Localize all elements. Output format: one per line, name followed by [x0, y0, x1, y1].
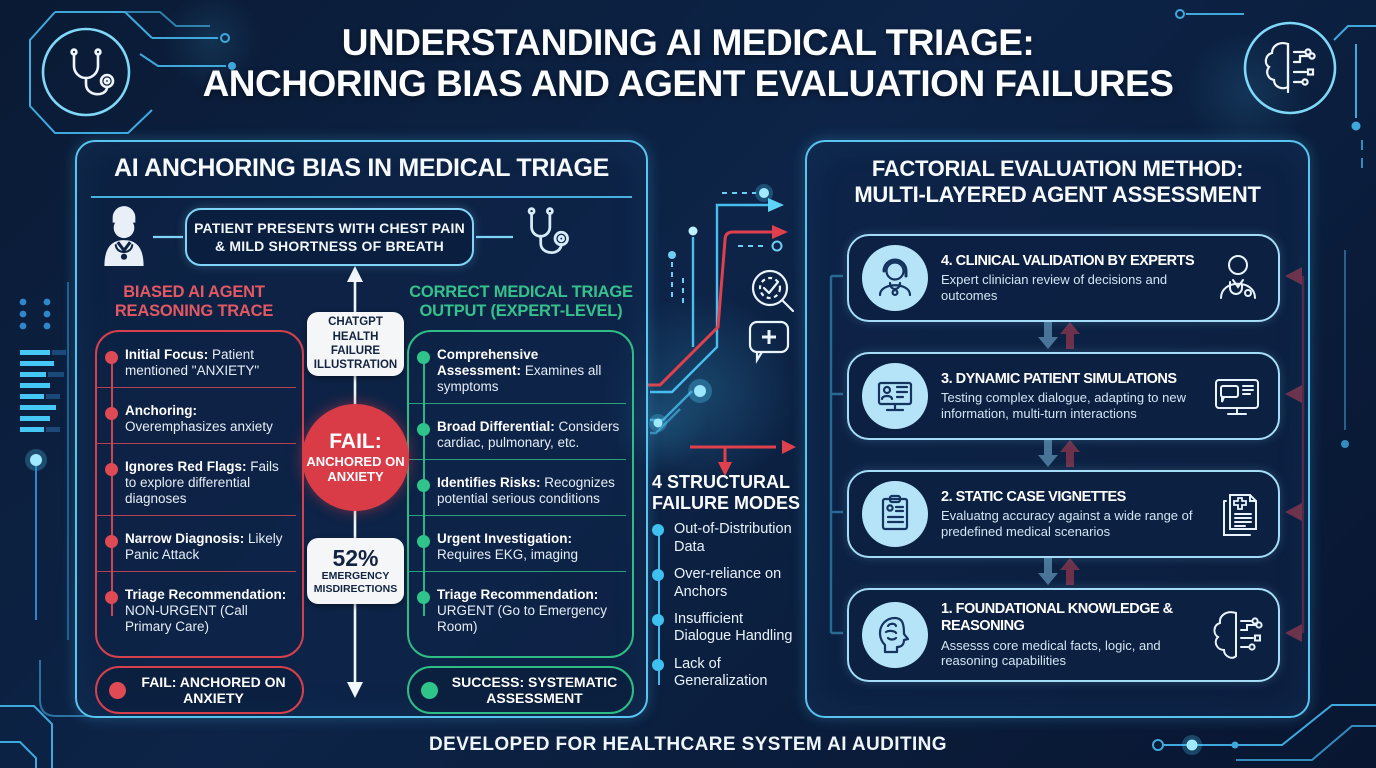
clinician-icon	[861, 244, 929, 312]
failure-modes-heading: 4 STRUCTURAL FAILURE MODES	[652, 472, 804, 513]
page-title-line1: UNDERSTANDING AI MEDICAL TRIAGE:	[341, 22, 1035, 63]
trace-item: Triage Recommendation:URGENT (Go to Emer…	[409, 585, 626, 643]
patient-box-line2: & MILD SHORTNESS OF BREATH	[215, 238, 444, 254]
brain-circuit-icon	[1208, 604, 1268, 666]
right-panel-title: FACTORIAL EVALUATION METHOD: MULTI-LAYER…	[807, 156, 1308, 209]
structural-failure-modes: 4 STRUCTURAL FAILURE MODES Out-of-Distri…	[652, 472, 804, 701]
card-text: 2. STATIC CASE VIGNETTES Evaluatng accur…	[941, 489, 1196, 540]
trace-item: Urgent Investigation:Requires EKG, imagi…	[409, 529, 626, 572]
correct-triage-list: Comprehensive Assessment:Examines all sy…	[407, 330, 634, 658]
fail-badge: FAIL: ANCHORED ON ANXIETY	[95, 666, 304, 714]
card-desc: Testing complex dialogue, adapting to ne…	[941, 390, 1186, 421]
stethoscope-icon	[515, 202, 571, 266]
fail-circle-title: FAIL:	[329, 429, 382, 453]
card-static-vignettes: 2. STATIC CASE VIGNETTES Evaluatng accur…	[847, 470, 1280, 558]
misdirection-stat-box: 52% EMERGENCY MISDIRECTIONS	[307, 538, 404, 604]
monitor-chat-icon	[1206, 365, 1268, 427]
fail-anchored-circle: FAIL: ANCHORED ON ANXIETY	[302, 404, 409, 511]
head-brain-icon	[861, 601, 929, 669]
page-title-line2: ANCHORING BIAS AND AGENT EVALUATION FAIL…	[202, 63, 1174, 105]
biased-trace-list: Initial Focus:Patient mentioned "ANXIETY…	[95, 330, 304, 658]
clipboard-icon	[861, 480, 929, 548]
trace-item: Initial Focus:Patient mentioned "ANXIETY…	[97, 345, 296, 388]
page-title: UNDERSTANDING AI MEDICAL TRIAGE: ANCHORI…	[0, 22, 1376, 105]
card-text: 1. FOUNDATIONAL KNOWLEDGE & REASONING As…	[941, 601, 1196, 669]
right-panel-title-line1: FACTORIAL EVALUATION METHOD:	[871, 156, 1244, 181]
card-desc: Expert clinician review of decisions and…	[941, 272, 1168, 303]
patient-presentation-box: PATIENT PRESENTS WITH CHEST PAIN & MILD …	[185, 208, 474, 266]
patient-box-line1: PATIENT PRESENTS WITH CHEST PAIN	[194, 219, 465, 236]
card-foundational-knowledge: 1. FOUNDATIONAL KNOWLEDGE & REASONING As…	[847, 588, 1280, 682]
correct-triage-heading: CORRECT MEDICAL TRIAGE OUTPUT (EXPERT-LE…	[403, 283, 639, 321]
correct-heading-line2: OUTPUT (EXPERT-LEVEL)	[419, 301, 623, 320]
trace-item: Ignores Red Flags:Fails to explore diffe…	[97, 457, 296, 516]
card-title: 4. CLINICAL VALIDATION BY EXPERTS	[941, 252, 1195, 269]
trace-item: Anchoring:Overemphasizes anxiety	[97, 401, 296, 444]
left-panel-title: AI ANCHORING BIAS IN MEDICAL TRIAGE	[113, 154, 610, 182]
biased-heading-line2: REASONING TRACE	[114, 301, 274, 320]
success-dot-icon	[421, 681, 438, 699]
footer-text: DEVELOPED FOR HEALTHCARE SYSTEM AI AUDIT…	[429, 734, 947, 755]
trace-item: Comprehensive Assessment:Examines all sy…	[409, 345, 626, 404]
failure-mode-item: Insufficient Dialogue Handling	[652, 611, 804, 656]
medical-chat-icon	[748, 320, 790, 364]
trace-item: Broad Differential:Considers cardiac, pu…	[409, 417, 626, 460]
doctor-outline-icon	[1208, 246, 1268, 310]
card-dynamic-simulations: 3. DYNAMIC PATIENT SIMULATIONS Testing c…	[847, 352, 1280, 440]
fail-circle-subtitle: ANCHORED ON ANXIETY	[306, 453, 405, 484]
biased-heading-line1: BIASED AI AGENT	[123, 283, 265, 301]
right-panel-title-line2: MULTI-LAYERED AGENT ASSESSMENT	[854, 182, 1261, 208]
fm-heading-line2: FAILURE MODES	[652, 492, 801, 513]
fail-dot-icon	[109, 681, 126, 699]
biased-trace-heading: BIASED AI AGENT REASONING TRACE	[83, 283, 305, 321]
magnifier-check-icon	[751, 269, 795, 313]
card-desc: Evaluatng accuracy against a wide range …	[941, 508, 1193, 539]
factorial-evaluation-panel: FACTORIAL EVALUATION METHOD: MULTI-LAYER…	[805, 140, 1310, 718]
trace-item: Triage Recommendation:NON-URGENT (Call P…	[97, 585, 296, 643]
chatgpt-failure-label: CHATGPT HEALTH FAILURE ILLUSTRATION	[307, 312, 404, 376]
failure-mode-item: Out-of-Distribution Data	[652, 521, 804, 566]
card-title: 2. STATIC CASE VIGNETTES	[941, 488, 1126, 505]
failure-modes-list: Out-of-Distribution Data Over-reliance o…	[652, 521, 804, 700]
success-badge: SUCCESS: SYSTEMATIC ASSESSMENT	[407, 666, 634, 714]
simulation-monitor-icon	[861, 362, 929, 430]
stat-label: EMERGENCY MISDIRECTIONS	[313, 569, 398, 596]
trace-item: Narrow Diagnosis:Likely Panic Attack	[97, 529, 296, 572]
middle-circuit	[648, 184, 796, 476]
failure-mode-item: Over-reliance on Anchors	[652, 566, 804, 611]
card-clinical-validation: 4. CLINICAL VALIDATION BY EXPERTS Expert…	[847, 234, 1280, 322]
medical-documents-icon	[1208, 483, 1268, 545]
left-panel-divider	[91, 196, 632, 198]
trace-item: Identifies Risks:Recognizes potential se…	[409, 473, 626, 516]
left-edge-decoration	[19, 282, 69, 640]
card-title: 3. DYNAMIC PATIENT SIMULATIONS	[941, 370, 1177, 387]
correct-heading-line1: CORRECT MEDICAL TRIAGE	[409, 283, 633, 301]
stat-value: 52%	[332, 544, 379, 571]
fm-heading-line1: 4 STRUCTURAL	[652, 472, 790, 492]
anchoring-bias-panel: AI ANCHORING BIAS IN MEDICAL TRIAGE PATI…	[75, 140, 648, 718]
card-text: 4. CLINICAL VALIDATION BY EXPERTS Expert…	[941, 253, 1196, 304]
card-desc: Assesss core medical facts, logic, and r…	[941, 637, 1161, 669]
card-text: 3. DYNAMIC PATIENT SIMULATIONS Testing c…	[941, 371, 1194, 422]
doctor-icon	[95, 202, 153, 268]
success-badge-label: SUCCESS: SYSTEMATIC ASSESSMENT	[451, 673, 618, 706]
failure-mode-item: Lack of Generalization	[652, 656, 804, 701]
card-title: 1. FOUNDATIONAL KNOWLEDGE & REASONING	[941, 601, 1173, 634]
fail-badge-label: FAIL: ANCHORED ON ANXIETY	[141, 673, 286, 706]
